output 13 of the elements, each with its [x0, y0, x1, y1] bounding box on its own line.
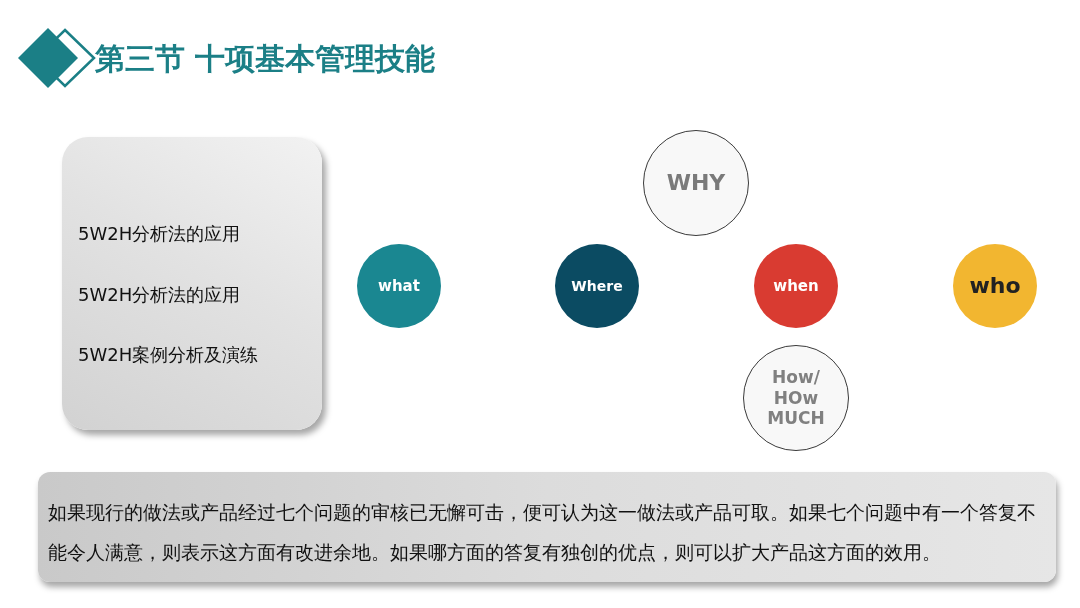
circle-label: what [377, 277, 421, 295]
circle-label: WHY [665, 169, 727, 197]
list-item-text: 5W2H分析法的应用 [78, 283, 241, 307]
rounded-card [62, 137, 322, 430]
circle-label: How/ HOw MUCH [766, 367, 826, 429]
title-text: 第三节 十项基本管理技能 [95, 40, 436, 78]
circle-label: who [968, 272, 1022, 300]
circle-label: Where [570, 277, 624, 295]
list-item-text: 5W2H分析法的应用 [78, 222, 241, 246]
note-panel [38, 472, 1056, 582]
note-text: 如果现行的做法或产品经过七个问题的审核已无懈可击，便可认为这一做法或产品可取。如果七个问题中有一个答复不能令人满意，则表示这方面有改进余地。如果哪方面的答复有独创的优点，则可以扩大产品这方面的效用。 [48, 501, 1037, 565]
circle-label: when [772, 277, 820, 295]
list-item-text: 5W2H案例分析及演练 [78, 343, 259, 367]
